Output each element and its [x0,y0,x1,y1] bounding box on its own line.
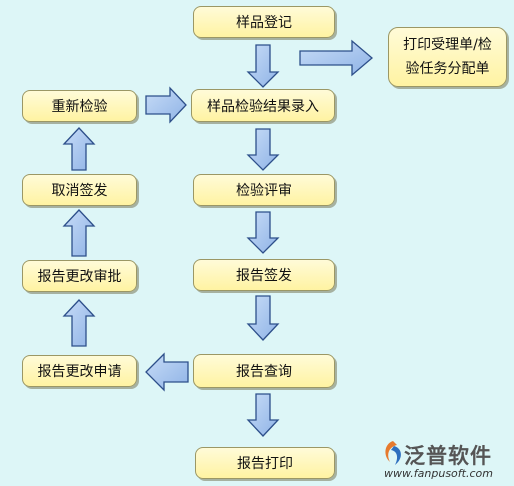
node-change-approve: 报告更改审批 [22,260,137,292]
arrow-register-to-entry [246,44,280,88]
node-register: 样品登记 [193,6,335,38]
arrow-query-to-change-request [145,352,189,392]
node-sign: 报告签发 [193,259,335,291]
arrow-cancel-to-recheck [62,127,96,171]
arrow-review-to-sign [246,211,280,254]
arrow-change-request-to-approve [62,299,96,347]
node-print-form: 打印受理单/检验任务分配单 [388,27,507,87]
fanpu-logo-icon [385,441,401,465]
node-result-entry: 样品检验结果录入 [191,89,335,122]
node-print-report: 报告打印 [195,447,335,479]
arrow-approve-to-cancel [62,209,96,257]
arrow-recheck-to-entry [145,86,187,124]
node-review: 检验评审 [193,174,335,206]
arrow-register-to-print-form [299,39,374,77]
arrow-sign-to-query [246,295,280,341]
brand-logo: 泛普软件 www.fanpusoft.com [380,438,510,484]
arrow-query-to-print [246,393,280,437]
node-cancel-sign: 取消签发 [22,174,137,206]
logo-url-text: www.fanpusoft.com [384,467,493,480]
node-query: 报告查询 [193,354,335,388]
node-recheck: 重新检验 [22,90,137,122]
arrow-entry-to-review [246,128,280,171]
logo-brand-text: 泛普软件 [404,444,492,468]
node-change-request: 报告更改申请 [22,355,137,387]
